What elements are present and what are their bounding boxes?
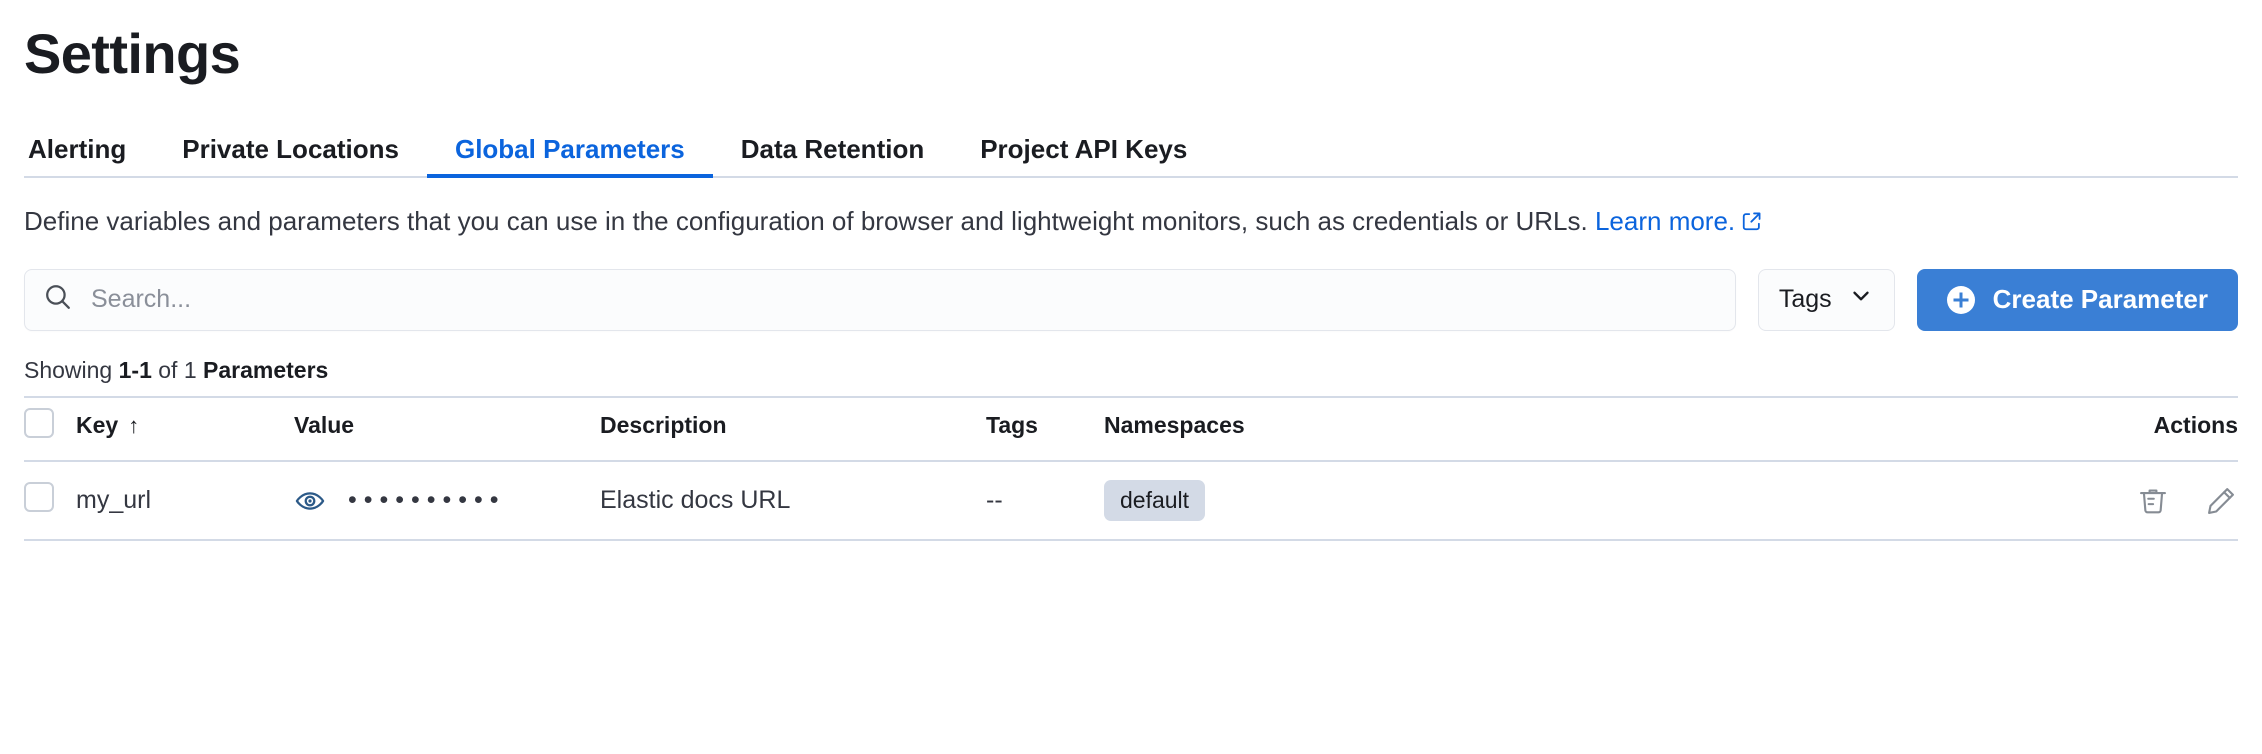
tab-project-api-keys[interactable]: Project API Keys [952,136,1215,176]
search-input[interactable] [89,269,1717,330]
namespace-badge: default [1104,479,1206,522]
column-header-actions: Actions [1988,395,2238,462]
parameters-table: Key ↑ Value Description Tags Namespaces [24,395,2238,542]
cell-namespaces: default [1104,460,1988,542]
create-parameter-label: Create Parameter [1992,284,2208,315]
controls-row: Tags Create Parameter [24,268,2238,331]
page-title: Settings [24,22,241,85]
row-checkbox[interactable] [24,482,54,512]
tags-filter-button[interactable]: Tags [1757,268,1895,331]
trash-icon[interactable] [2136,484,2170,518]
results-summary: Showing 1-1 of 1 Parameters [24,357,2238,384]
chevron-down-icon [1848,283,1874,316]
select-all-checkbox[interactable] [24,407,54,438]
tab-label: Alerting [28,134,127,165]
tab-label: Private Locations [182,134,399,165]
select-all-cell [24,395,76,462]
column-label-actions: Actions [2153,412,2238,439]
cell-key: my_url [76,460,294,542]
tab-global-parameters[interactable]: Global Parameters [426,134,713,179]
column-header-value: Value [294,395,600,462]
cell-value: •••••••••• [294,460,600,542]
settings-tabs: Alerting Private Locations Global Parame… [24,120,2238,179]
cell-description: Elastic docs URL [600,460,986,542]
pencil-icon[interactable] [2204,484,2238,518]
column-header-tags: Tags [986,395,1104,462]
table-header: Key ↑ Value Description Tags Namespaces [24,395,2238,462]
external-link-icon [1741,206,1763,240]
search-box[interactable] [24,268,1736,331]
tab-private-locations[interactable]: Private Locations [154,136,427,176]
column-header-key[interactable]: Key ↑ [76,395,294,462]
sort-ascending-icon: ↑ [128,412,140,438]
tab-label: Data Retention [740,134,925,165]
description-text: Define variables and parameters that you… [24,204,2204,240]
summary-prefix: Showing [24,356,119,383]
tab-data-retention[interactable]: Data Retention [713,136,952,176]
cell-tags: -- [986,460,1104,542]
eye-icon[interactable] [294,485,326,517]
search-icon [43,282,73,317]
plus-circle-icon [1946,285,1975,314]
masked-value: •••••••••• [348,486,506,514]
table-header-row: Key ↑ Value Description Tags Namespaces [24,395,2238,462]
summary-middle: of 1 [151,356,204,383]
summary-range: 1-1 [118,356,152,383]
summary-entity: Parameters [203,356,329,383]
column-label-tags: Tags [986,412,1038,439]
learn-more-link[interactable]: Learn more. [1595,206,1735,236]
tab-label: Global Parameters [454,134,685,165]
cell-actions [1988,460,2238,542]
column-header-namespaces: Namespaces [1104,395,1988,462]
table-row: my_url •••••••••• Elastic docs UR [24,460,2238,542]
column-label-namespaces: Namespaces [1104,412,1245,439]
tab-alerting[interactable]: Alerting [24,136,154,176]
column-label-key: Key [76,412,119,439]
column-label-value: Value [294,412,355,439]
tab-label: Project API Keys [980,134,1188,165]
row-select-cell [24,460,76,542]
tags-filter-label: Tags [1778,285,1832,314]
learn-more-label: Learn more. [1594,206,1736,237]
column-header-description: Description [600,395,986,462]
column-label-description: Description [600,412,727,439]
create-parameter-button[interactable]: Create Parameter [1916,268,2238,331]
description-body: Define variables and parameters that you… [24,206,1588,237]
table-body: my_url •••••••••• Elastic docs UR [24,460,2238,542]
